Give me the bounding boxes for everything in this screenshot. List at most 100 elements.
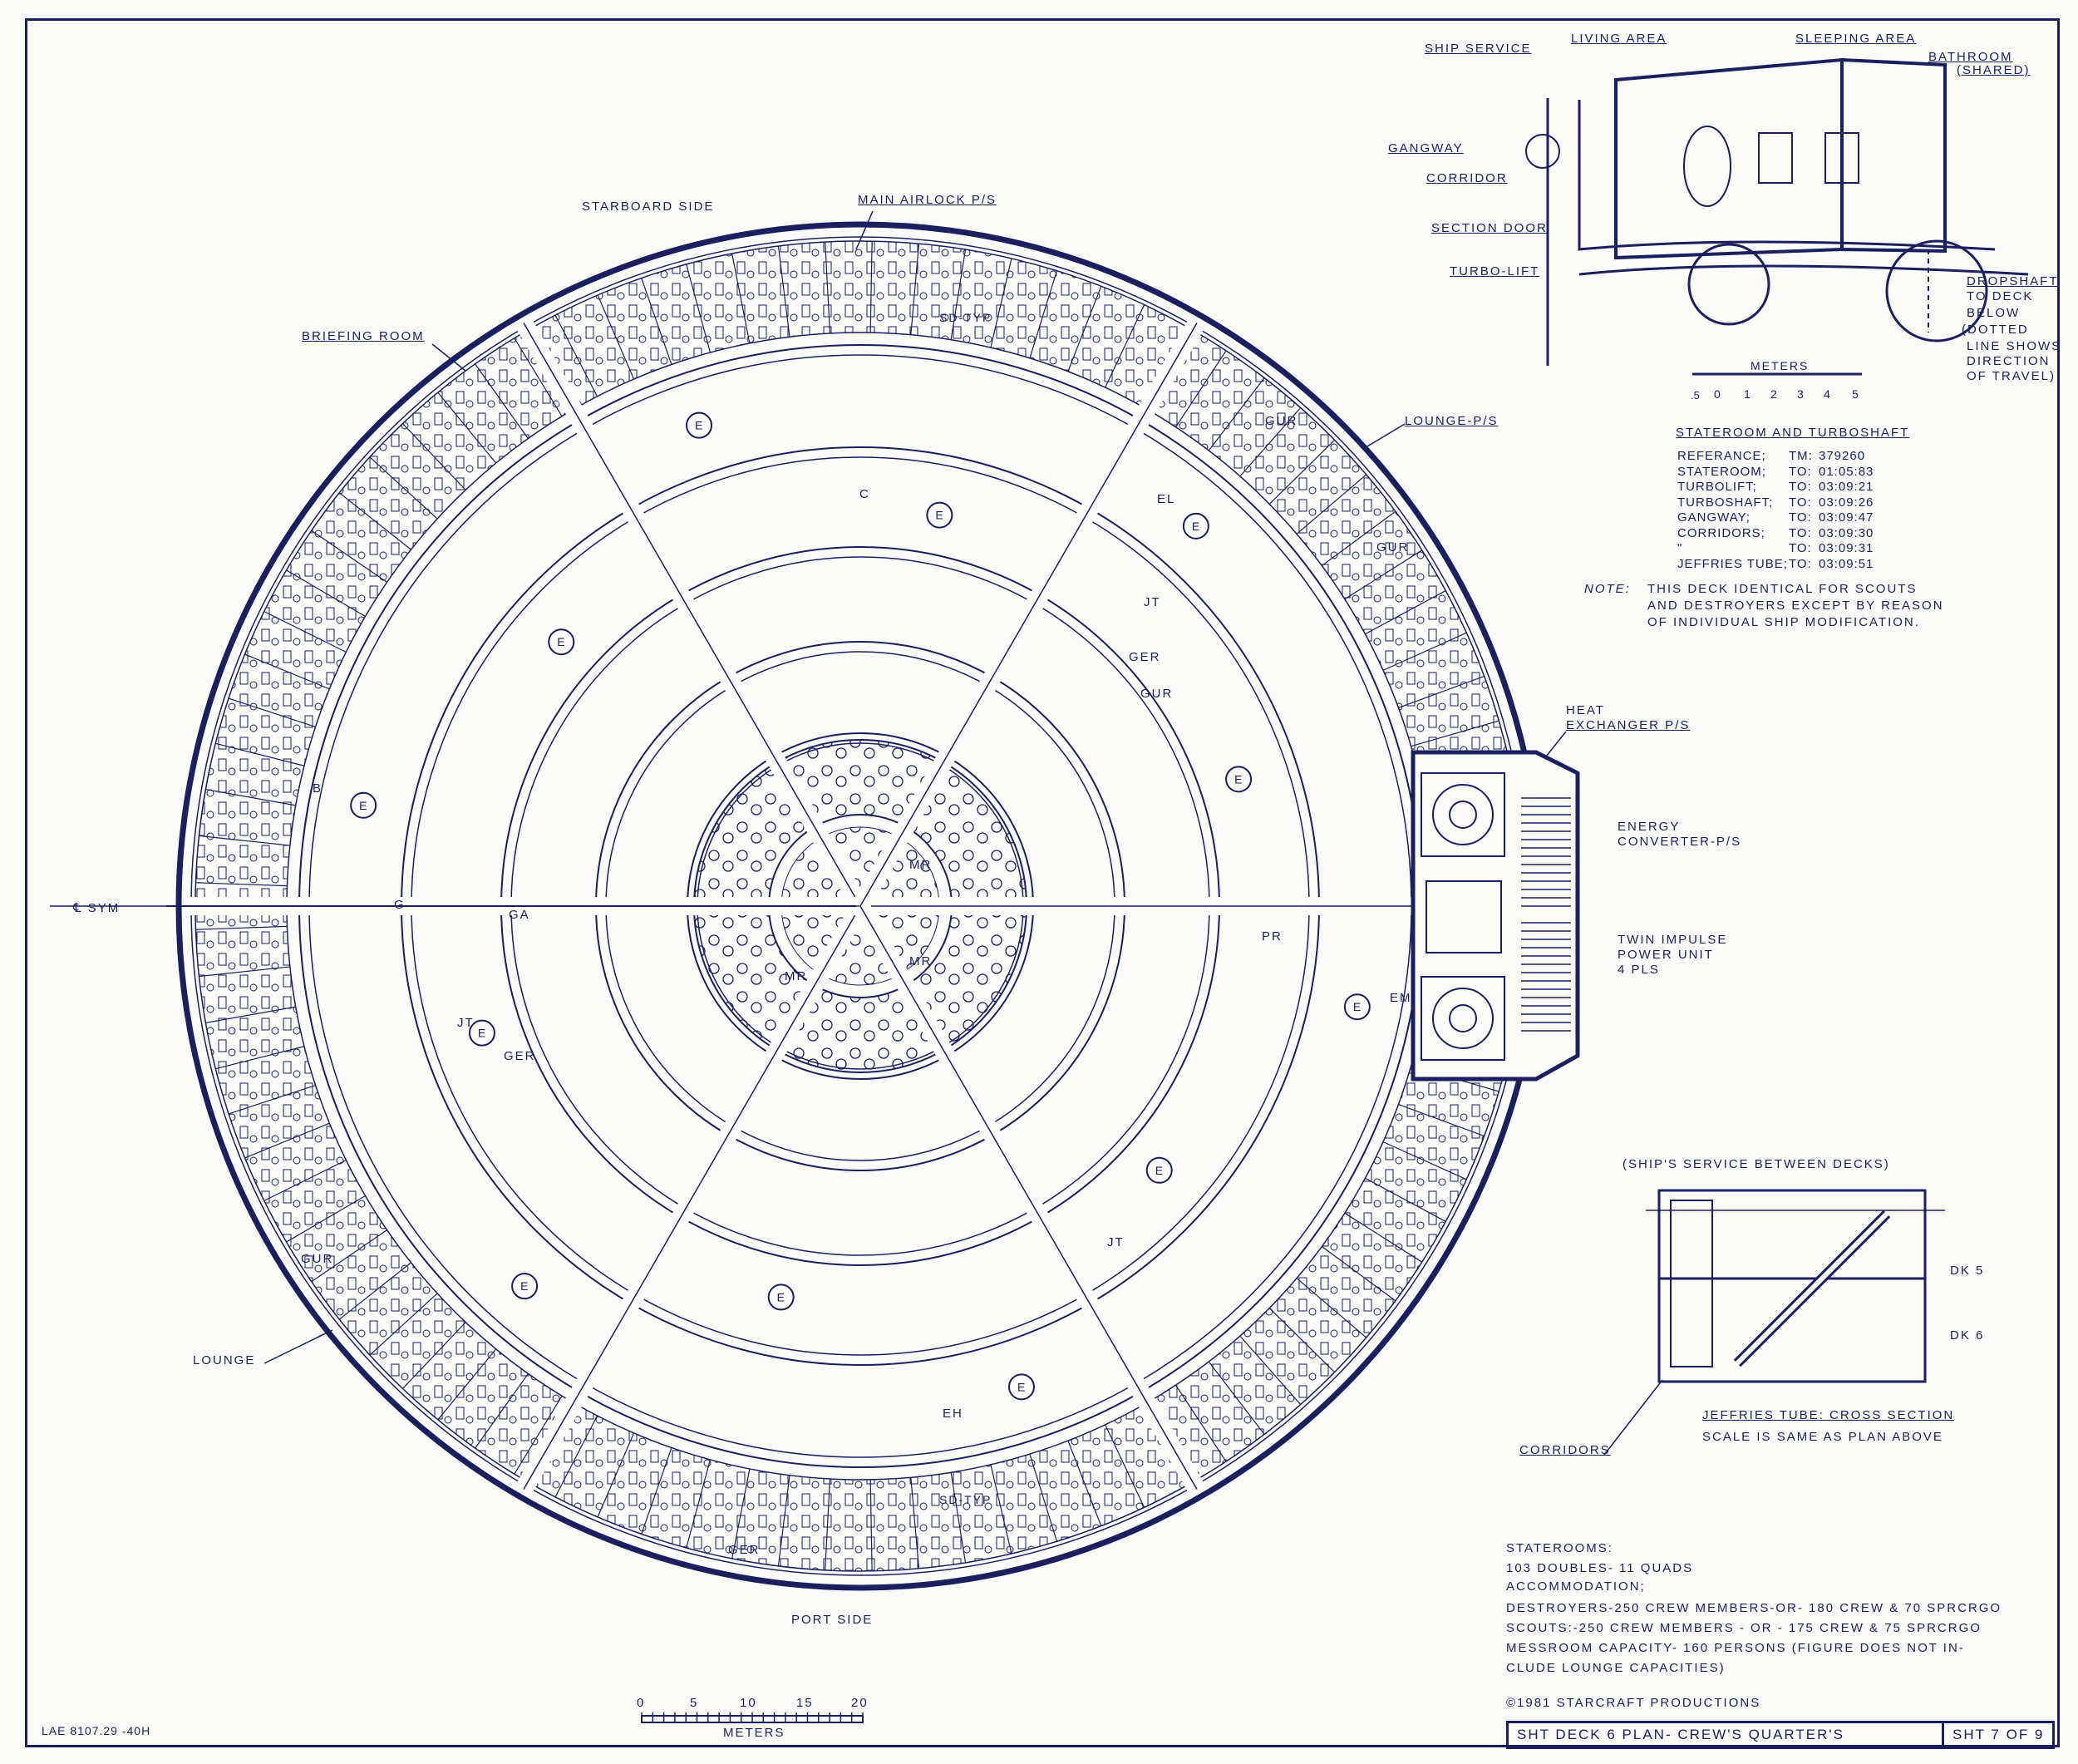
- cabin-wall: [244, 653, 330, 690]
- cabin-wall: [1365, 590, 1446, 635]
- cabin-wall: [641, 278, 672, 365]
- cabin-wall: [263, 611, 347, 653]
- cabin-wall: [286, 569, 366, 618]
- elevator-marker: [1225, 766, 1253, 793]
- jeffries-tube-label: JEFFRIES TUBE: CROSS SECTION: [1702, 1408, 1955, 1422]
- reference-row-value: 01:05:83: [1819, 464, 1874, 479]
- cabin-wall: [1382, 1141, 1467, 1180]
- cabin-wall: [1344, 549, 1423, 600]
- lounge-ps-label: LOUNGE-P/S: [1405, 414, 1499, 428]
- dropshaft-label-1: DROPSHAFT: [1967, 274, 2059, 288]
- room-ger-3: GER: [728, 1543, 761, 1557]
- elevator-marker: [1145, 1156, 1173, 1184]
- reference-row-mid: TO:: [1789, 464, 1812, 479]
- centerline-sym-label: ℄ SYM: [73, 901, 121, 915]
- detail-scale-tick-0: 0: [1714, 387, 1722, 401]
- lounge-label: LOUNGE: [193, 1353, 256, 1367]
- cabin-wall: [1268, 1308, 1336, 1373]
- copyright: ©1981 STARCRAFT PRODUCTIONS: [1506, 1696, 1761, 1710]
- cabin-wall: [205, 788, 296, 806]
- reference-row-value: 03:09:51: [1819, 556, 1874, 571]
- cabin-wall: [990, 258, 1012, 348]
- room-ger-2: GER: [504, 1049, 536, 1063]
- cabin-wall: [199, 835, 290, 846]
- elevator-letter: E: [1192, 520, 1199, 533]
- elevator-letter: E: [1353, 1000, 1361, 1013]
- cabin-wall: [205, 1006, 296, 1024]
- dropshaft-label-4: (DOTTED: [1962, 323, 2029, 337]
- cabin-wall: [195, 925, 288, 930]
- reference-row-mid: TM:: [1789, 449, 1813, 463]
- gangway-label: GANGWAY: [1388, 141, 1464, 155]
- reference-row-mid: TO:: [1789, 510, 1812, 525]
- cabin-wall: [1239, 407, 1302, 477]
- cabin-wall: [910, 244, 920, 335]
- detail-scale-tick-half: .5: [1691, 389, 1700, 402]
- cabin-wall: [686, 1459, 712, 1549]
- radial-corridor-line: [859, 905, 1198, 1490]
- cabin-wall: [311, 530, 387, 583]
- cabin-wall: [777, 246, 790, 338]
- note-label: NOTE:: [1584, 582, 1631, 596]
- cabin-wall: [1029, 270, 1058, 359]
- cabin-wall: [1321, 1246, 1396, 1302]
- detail-scale-tick-5: 5: [1852, 387, 1860, 401]
- scale-tick-0: 0: [637, 1696, 646, 1710]
- reference-row-label: TURBOSHAFT;: [1677, 495, 1774, 510]
- room-em-label: EM: [1390, 991, 1412, 1005]
- reference-row-label: STATEROOM;: [1677, 464, 1766, 479]
- detail-turbolift: [1687, 243, 1770, 326]
- engineering-section: [1411, 750, 1580, 1082]
- cabin-wall: [195, 882, 288, 887]
- detail-scale-tick-4: 4: [1824, 387, 1832, 401]
- cabin-wall: [825, 1479, 831, 1570]
- room-gur-1: GUR: [1265, 414, 1298, 428]
- elevator-letter: E: [1017, 1380, 1025, 1393]
- cabin-wall: [1208, 377, 1265, 451]
- lounge-ps-leader: [1362, 423, 1406, 450]
- detail-scale-tick-3: 3: [1797, 387, 1805, 401]
- detail-bed-2: [1824, 132, 1859, 184]
- cabin-wall: [950, 249, 967, 340]
- reference-row-value: 03:09:21: [1819, 480, 1874, 494]
- heat-exchanger-box: [1421, 772, 1505, 857]
- heat-exchanger-hub: [1449, 801, 1477, 829]
- dk5-label: DK 5: [1950, 1264, 1985, 1278]
- room-ger-1: GER: [1129, 650, 1161, 664]
- cabin-wall: [597, 294, 635, 380]
- room-jt-3: JT: [1107, 1235, 1125, 1249]
- turbo-lift-label: TURBO-LIFT: [1450, 264, 1540, 278]
- room-ga-label: GA: [509, 908, 530, 922]
- energy-converter-label-1: ENERGY: [1618, 820, 1681, 834]
- sleeping-area-label: SLEEPING AREA: [1795, 32, 1917, 46]
- elevator-marker: [767, 1284, 795, 1311]
- airlock-leader: [855, 210, 874, 250]
- impulse-label-1: TWIN IMPULSE: [1618, 933, 1728, 947]
- corridors-label: CORRIDORS: [1519, 1443, 1611, 1457]
- cabin-wall: [1239, 1335, 1302, 1405]
- reference-row-mid: TO:: [1789, 480, 1812, 494]
- reference-row-mid: TO:: [1789, 541, 1812, 555]
- cabin-wall: [311, 1229, 387, 1283]
- cabin-wall: [554, 314, 598, 397]
- elevator-marker: [926, 501, 953, 529]
- drawing-id: LAE 8107.29 -40H: [42, 1724, 151, 1737]
- detail-corridor-walls: [1546, 98, 2029, 366]
- drawing-frame: [25, 18, 2060, 1747]
- cabin-wall: [1175, 1384, 1227, 1462]
- cabin-wall: [1296, 1278, 1367, 1338]
- cabin-wall: [369, 456, 438, 520]
- note-line-3: OF INDIVIDUAL SHIP MODIFICATION.: [1647, 615, 1920, 629]
- spec-line: SCOUTS:-250 CREW MEMBERS - OR - 175 CREW…: [1506, 1621, 1982, 1635]
- room-pr-label: PR: [1262, 929, 1283, 944]
- room-eh-label: EH: [943, 1407, 963, 1421]
- cabin-wall: [554, 1415, 598, 1498]
- elevator-marker: [1343, 993, 1371, 1021]
- cabin-wall: [869, 1479, 873, 1571]
- cabin-wall: [1411, 720, 1499, 747]
- reference-row-label: CORRIDORS;: [1677, 525, 1765, 540]
- cabin-wall: [825, 242, 831, 333]
- dropshaft-label-5: LINE SHOWS: [1967, 339, 2062, 353]
- cabin-wall: [1268, 439, 1336, 505]
- elevator-letter: E: [1234, 772, 1242, 786]
